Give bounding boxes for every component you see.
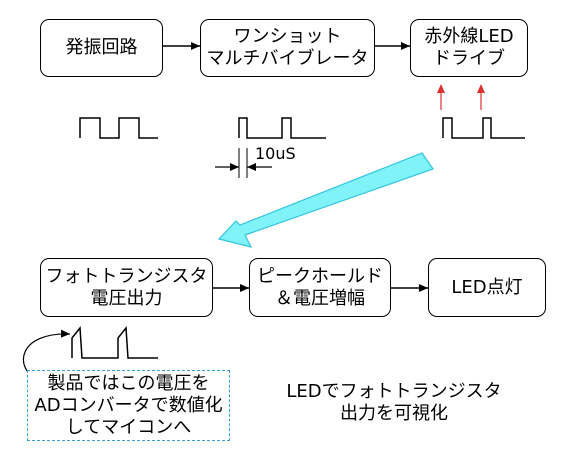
block-ir-led-drive-text: 赤外線LED ドライブ	[424, 26, 514, 69]
block-led-light-text: LED点灯	[451, 276, 523, 298]
pulse-waveform-oscillator	[79, 117, 158, 139]
pulse-waveform-oneshot	[238, 117, 326, 139]
light-beam-arrow	[217, 152, 434, 248]
block-one-shot-text: ワンショット マルチバイブレータ	[206, 26, 369, 69]
block-peak-hold: ピークホールド ＆電圧増幅	[249, 258, 391, 317]
block-oscillator-text: 発振回路	[65, 37, 138, 58]
block-led-light: LED点灯	[428, 258, 546, 317]
block-oscillator: 発振回路	[40, 19, 163, 77]
note-line-2: ADコンバータで数値化	[34, 395, 223, 416]
note-line-1: 製品ではこの電圧を	[47, 373, 210, 394]
note-line-3: してマイコンへ	[65, 417, 192, 438]
block-ir-led-drive: 赤外線LED ドライブ	[410, 19, 528, 77]
pulse-width-label: 10uS	[255, 144, 296, 163]
block-phototransistor-text: フォトトランジスタ 電圧出力	[45, 265, 208, 309]
photo-output-waveform	[71, 326, 158, 359]
caption-line-1: LEDでフォトトランジスタ	[286, 381, 502, 402]
caption-line-2: 出力を可視化	[340, 403, 448, 424]
block-one-shot: ワンショット マルチバイブレータ	[200, 19, 375, 77]
pulse-waveform-irdrive	[442, 117, 525, 139]
caption: LEDでフォトトランジスタ 出力を可視化	[274, 381, 514, 425]
block-peak-hold-text: ピークホールド ＆電圧増幅	[257, 265, 383, 309]
note-box: 製品ではこの電圧を ADコンバータで数値化 してマイコンへ	[27, 370, 230, 441]
block-phototransistor: フォトトランジスタ 電圧出力	[40, 258, 213, 317]
